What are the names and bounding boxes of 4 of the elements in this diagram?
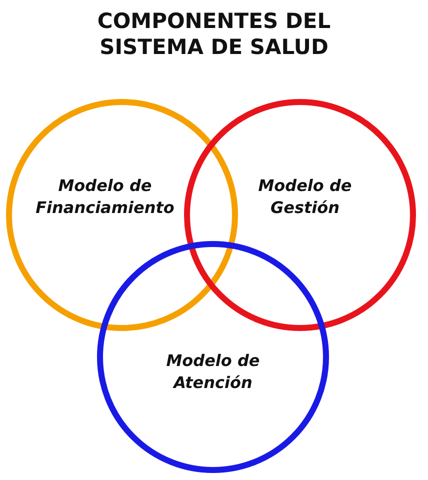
circle-label: Modelo de Atención — [165, 350, 261, 394]
circle-label: Modelo de Financiamiento — [34, 175, 176, 219]
circle-label: Modelo de Gestión — [257, 175, 353, 219]
diagram-title: COMPONENTES DEL SISTEMA DE SALUD — [96, 8, 332, 60]
